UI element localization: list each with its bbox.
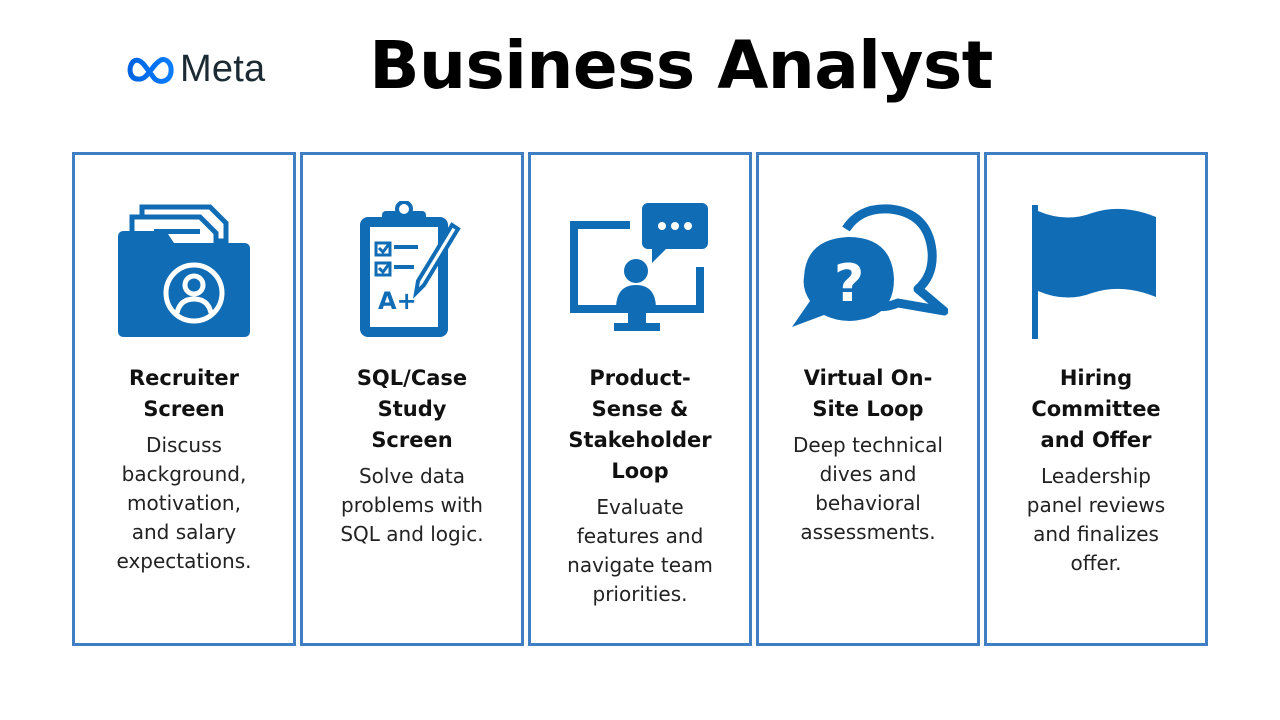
stage-title: Hiring Committee and Offer: [1031, 366, 1161, 452]
question-bubbles-icon: ?: [788, 201, 948, 341]
stage-description: Solve data problems with SQL and logic.: [340, 464, 484, 546]
svg-text:?: ?: [834, 254, 864, 314]
stage-title: Virtual On-Site Loop: [803, 366, 933, 421]
monitor-chat-icon: [570, 201, 710, 341]
stage-recruiter-screen: Recruiter Screen Discuss background, mot…: [72, 152, 296, 646]
meta-logo: Meta: [126, 50, 265, 88]
meta-infinity-icon: [127, 57, 174, 84]
svg-text:A+: A+: [378, 287, 417, 315]
flag-icon: [1026, 201, 1166, 341]
stage-title: SQL/Case Study Screen: [356, 366, 468, 452]
meta-logo-text: Meta: [180, 48, 266, 90]
stage-description: Discuss background, motivation, and sala…: [116, 433, 252, 573]
stage-product-sense: Product-Sense & Stakeholder Loop Evaluat…: [528, 152, 752, 646]
stage-hiring-committee: Hiring Committee and Offer Leadership pa…: [984, 152, 1208, 646]
stage-title: Product-Sense & Stakeholder Loop: [568, 366, 712, 483]
stage-description: Deep technical dives and behavioral asse…: [793, 433, 943, 544]
stage-description: Leadership panel reviews and finalizes o…: [1026, 464, 1166, 575]
stage-virtual-onsite: ? Virtual On-Site Loop Deep technical di…: [756, 152, 980, 646]
stage-description: Evaluate features and navigate team prio…: [567, 495, 713, 606]
page-title: Business Analyst: [369, 27, 993, 104]
process-stages: Recruiter Screen Discuss background, mot…: [72, 152, 1208, 646]
folder-user-icon: [114, 201, 254, 341]
stage-title: Recruiter Screen: [128, 366, 239, 421]
clipboard-checklist-icon: A+: [352, 201, 472, 341]
stage-sql-case-study: A+ SQL/Case Study Screen Solve data prob…: [300, 152, 524, 646]
